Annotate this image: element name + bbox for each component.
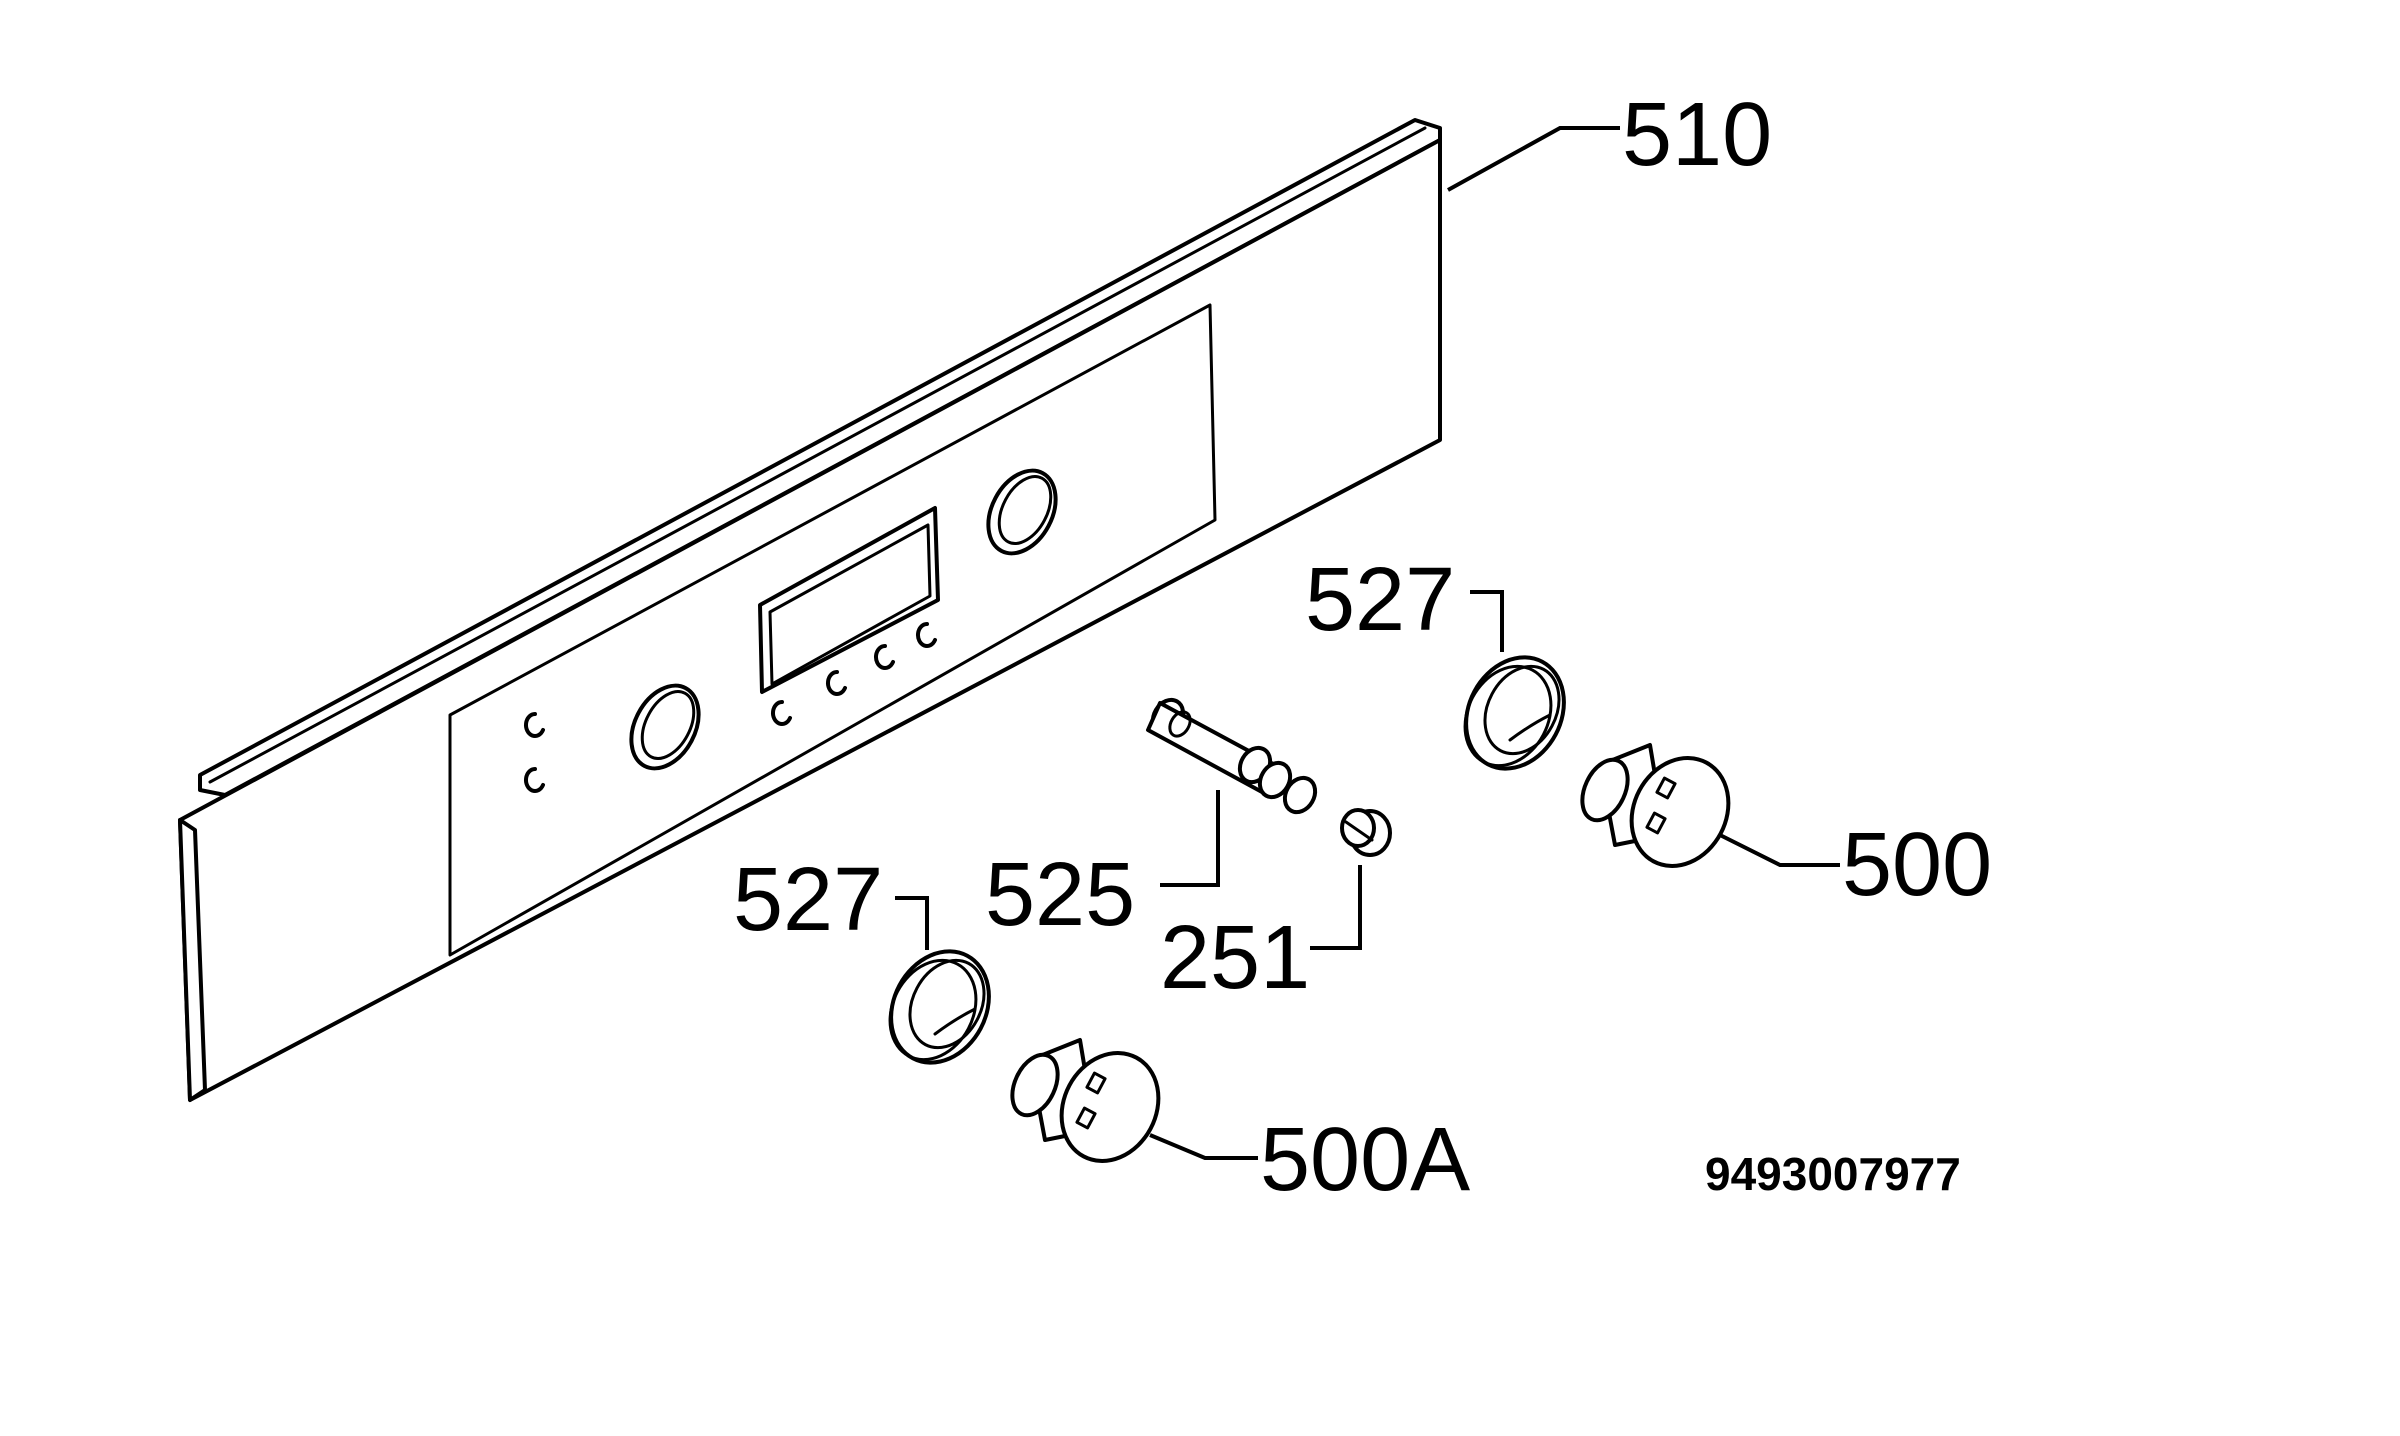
label-500a: 500A bbox=[1260, 1110, 1470, 1210]
bezel-ring-lower bbox=[888, 949, 991, 1065]
small-knob-part bbox=[1340, 808, 1392, 857]
label-527-lower: 527 bbox=[733, 850, 883, 950]
label-510: 510 bbox=[1622, 85, 1772, 185]
label-527-upper: 527 bbox=[1305, 550, 1455, 650]
bezel-ring-upper bbox=[1463, 655, 1566, 771]
label-525: 525 bbox=[985, 845, 1135, 945]
button-holes bbox=[524, 622, 937, 793]
control-panel bbox=[178, 118, 1442, 1102]
document-number: 9493007977 bbox=[1705, 1148, 1961, 1200]
label-251: 251 bbox=[1160, 908, 1310, 1008]
label-500: 500 bbox=[1842, 815, 1992, 915]
knob-part-left bbox=[1010, 1038, 1161, 1163]
knob-part-right bbox=[1580, 743, 1731, 868]
spindle-part bbox=[1146, 697, 1318, 815]
